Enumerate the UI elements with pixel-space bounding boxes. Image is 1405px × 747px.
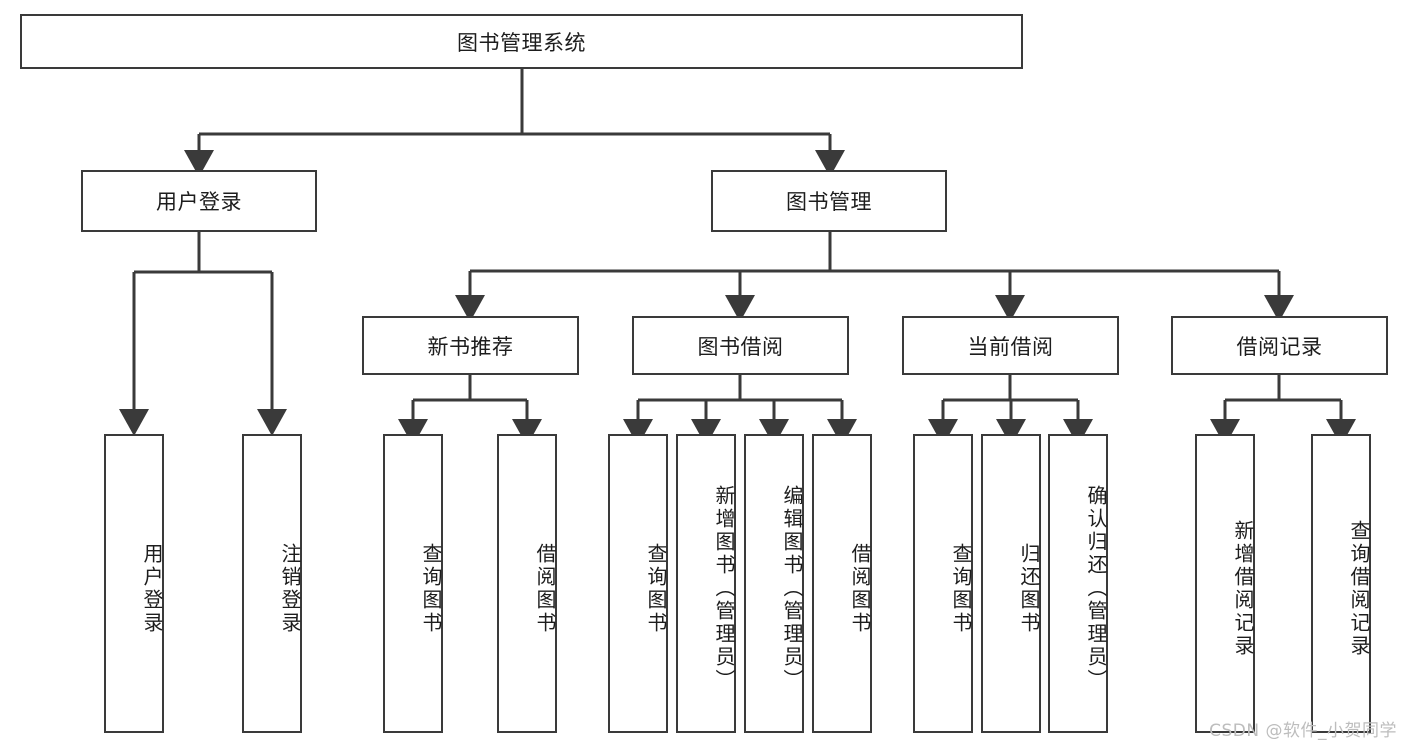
node-label: 确认归还（管理员） — [1084, 485, 1108, 692]
node-borrow-record[interactable]: 借阅记录 — [1171, 316, 1388, 375]
leaf-borrow-record-query[interactable]: 查询借阅记录 — [1311, 434, 1371, 733]
node-label: 图书借阅 — [697, 334, 784, 359]
node-label: 当前借阅 — [967, 334, 1054, 359]
leaf-current-borrow-confirm-return[interactable]: 确认归还（管理员） — [1048, 434, 1108, 733]
leaf-new-book-borrow[interactable]: 借阅图书 — [497, 434, 557, 733]
leaf-book-borrow-add[interactable]: 新增图书（管理员） — [676, 434, 736, 733]
node-label: 新增图书（管理员） — [712, 485, 736, 692]
node-label: 新书推荐 — [427, 334, 514, 359]
node-label: 编辑图书（管理员） — [780, 485, 804, 692]
leaf-user-login-login[interactable]: 用户登录 — [104, 434, 164, 733]
node-label: 查询图书 — [949, 542, 973, 635]
node-root-system[interactable]: 图书管理系统 — [20, 14, 1023, 69]
node-book-borrow[interactable]: 图书借阅 — [632, 316, 849, 375]
node-label: 查询图书 — [644, 542, 668, 635]
leaf-book-borrow-borrow[interactable]: 借阅图书 — [812, 434, 872, 733]
leaf-new-book-query[interactable]: 查询图书 — [383, 434, 443, 733]
node-label: 图书管理系统 — [457, 30, 586, 55]
csdn-watermark: CSDN @软件_小贺同学 — [1209, 721, 1397, 741]
node-label: 归还图书 — [1017, 542, 1041, 635]
leaf-user-login-logout[interactable]: 注销登录 — [242, 434, 302, 733]
node-label: 借阅图书 — [533, 542, 557, 635]
node-user-login[interactable]: 用户登录 — [81, 170, 317, 232]
leaf-borrow-record-add[interactable]: 新增借阅记录 — [1195, 434, 1255, 733]
node-label: 用户登录 — [156, 190, 242, 214]
node-label: 新增借阅记录 — [1231, 519, 1255, 658]
node-current-borrow[interactable]: 当前借阅 — [902, 316, 1119, 375]
leaf-current-borrow-return[interactable]: 归还图书 — [981, 434, 1041, 733]
node-label: 借阅图书 — [848, 542, 872, 635]
leaf-book-borrow-edit[interactable]: 编辑图书（管理员） — [744, 434, 804, 733]
node-label: 查询借阅记录 — [1347, 519, 1371, 658]
node-label: 注销登录 — [278, 542, 302, 635]
node-label: 图书管理 — [786, 190, 872, 214]
node-label: 查询图书 — [419, 542, 443, 635]
leaf-current-borrow-query[interactable]: 查询图书 — [913, 434, 973, 733]
node-label: 借阅记录 — [1236, 334, 1323, 359]
node-book-management[interactable]: 图书管理 — [711, 170, 947, 232]
node-new-book-recommend[interactable]: 新书推荐 — [362, 316, 579, 375]
leaf-book-borrow-query[interactable]: 查询图书 — [608, 434, 668, 733]
node-label: 用户登录 — [140, 542, 164, 635]
